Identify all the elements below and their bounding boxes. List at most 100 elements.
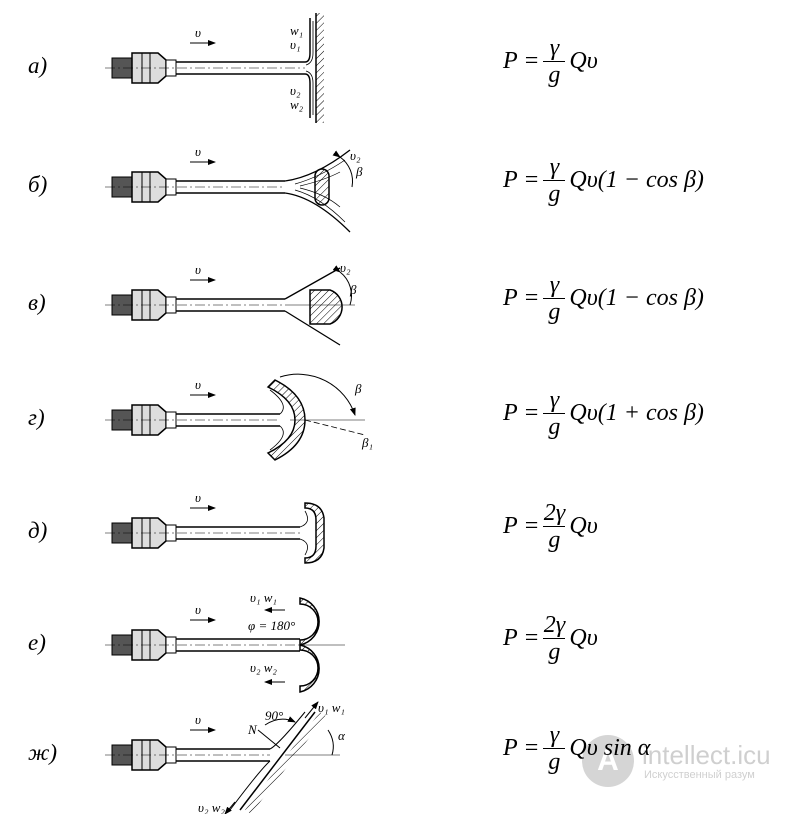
- case-label: е): [28, 630, 46, 655]
- note: υ: [195, 377, 201, 392]
- jet-cup-diagram: υ β β₁: [105, 373, 373, 461]
- note: υ: [195, 712, 201, 727]
- jet-spread: [304, 18, 311, 118]
- nozzle: [105, 739, 270, 771]
- case-label: г): [28, 405, 45, 430]
- half-disk: [309, 289, 343, 325]
- formula-rhs: Qυ(1 − cos β): [569, 285, 704, 312]
- denominator: g: [548, 62, 561, 89]
- jet-inclined-plate-diagram: υ N 90° υ₁ w₁ α υ₂ w₂: [105, 700, 346, 814]
- formula-lhs: P =: [503, 48, 540, 75]
- case-label: д): [28, 518, 48, 543]
- formula-lhs: P =: [503, 167, 540, 194]
- note: α: [338, 728, 346, 743]
- nozzle: [105, 517, 300, 549]
- formula-lhs: P =: [503, 513, 540, 540]
- case-label: ж): [28, 740, 58, 765]
- watermark: A intellect.icu Искусственный разум: [582, 735, 771, 787]
- note: 90°: [265, 708, 283, 723]
- inclined-plate: [239, 711, 316, 811]
- nozzle: [105, 52, 305, 84]
- note: υ₁ w₁: [318, 700, 345, 715]
- formula-lhs: P =: [503, 735, 540, 762]
- jet-half-disk-diagram: υ υ₂ β: [105, 260, 357, 346]
- denominator: g: [548, 749, 561, 776]
- formula-lhs: P =: [503, 625, 540, 652]
- note: N: [247, 722, 258, 737]
- jet-oval-plate-diagram: υ υ₂ β: [105, 144, 363, 233]
- nozzle: [105, 404, 280, 436]
- note: υ₂ w₂: [198, 800, 225, 814]
- numerator: γ: [549, 272, 560, 298]
- case-label: а): [28, 53, 48, 78]
- numerator: 2γ: [543, 500, 566, 526]
- formula-rhs: Qυ(1 − cos β): [569, 167, 704, 194]
- note: υ₂ w₂: [250, 660, 277, 675]
- note: β: [355, 164, 363, 179]
- note: υ: [195, 490, 201, 505]
- nozzle: [105, 629, 300, 661]
- denominator: g: [548, 527, 561, 554]
- formula-rhs: Qυ(1 + cos β): [569, 400, 704, 427]
- formula-lhs: P =: [503, 285, 540, 312]
- curved-cup: [266, 379, 306, 461]
- jet-double-cup-diagram: υ υ₁ w₁ φ = 180° υ₂ w₂: [105, 590, 345, 693]
- watermark-subtitle: Искусственный разум: [644, 769, 755, 781]
- note: υ: [195, 262, 201, 277]
- denominator: g: [548, 639, 561, 666]
- note: υ₁: [290, 37, 301, 52]
- jet-spread: [284, 267, 341, 346]
- note: β₁: [361, 435, 373, 450]
- note: φ = 180°: [248, 618, 295, 633]
- nozzle: [105, 289, 285, 321]
- note: υ₂: [350, 148, 361, 163]
- numerator: 2γ: [543, 612, 566, 638]
- case-label: б): [28, 172, 48, 197]
- formula-rhs: Qυ sin α: [569, 735, 651, 762]
- note: υ: [195, 144, 201, 159]
- denominator: g: [548, 181, 561, 208]
- note: υ₂: [290, 83, 301, 98]
- flat-cup: [304, 502, 325, 564]
- watermark-logo: A: [582, 735, 634, 787]
- numerator: γ: [549, 35, 560, 61]
- note: υ₁ w₁: [250, 590, 277, 605]
- formula-rhs: Qυ: [569, 625, 598, 652]
- watermark-title: intellect.icu: [642, 740, 771, 770]
- note: υ₂: [340, 260, 351, 275]
- jet-flat-cup-diagram: υ: [105, 490, 325, 564]
- numerator: γ: [549, 387, 560, 413]
- formula-lhs: P =: [503, 400, 540, 427]
- note: β: [354, 381, 362, 396]
- numerator: γ: [549, 154, 560, 180]
- case-label: в): [28, 290, 46, 315]
- formula-rhs: Qυ: [569, 513, 598, 540]
- jet-wall-diagram: υ w₁ υ₁ υ₂ w₂: [105, 13, 324, 123]
- denominator: g: [548, 414, 561, 441]
- note: υ: [195, 602, 201, 617]
- note: w₁: [290, 23, 303, 38]
- note: β: [349, 282, 357, 297]
- double-cup: [299, 597, 320, 693]
- numerator: γ: [549, 722, 560, 748]
- formula-rhs: Qυ: [569, 48, 598, 75]
